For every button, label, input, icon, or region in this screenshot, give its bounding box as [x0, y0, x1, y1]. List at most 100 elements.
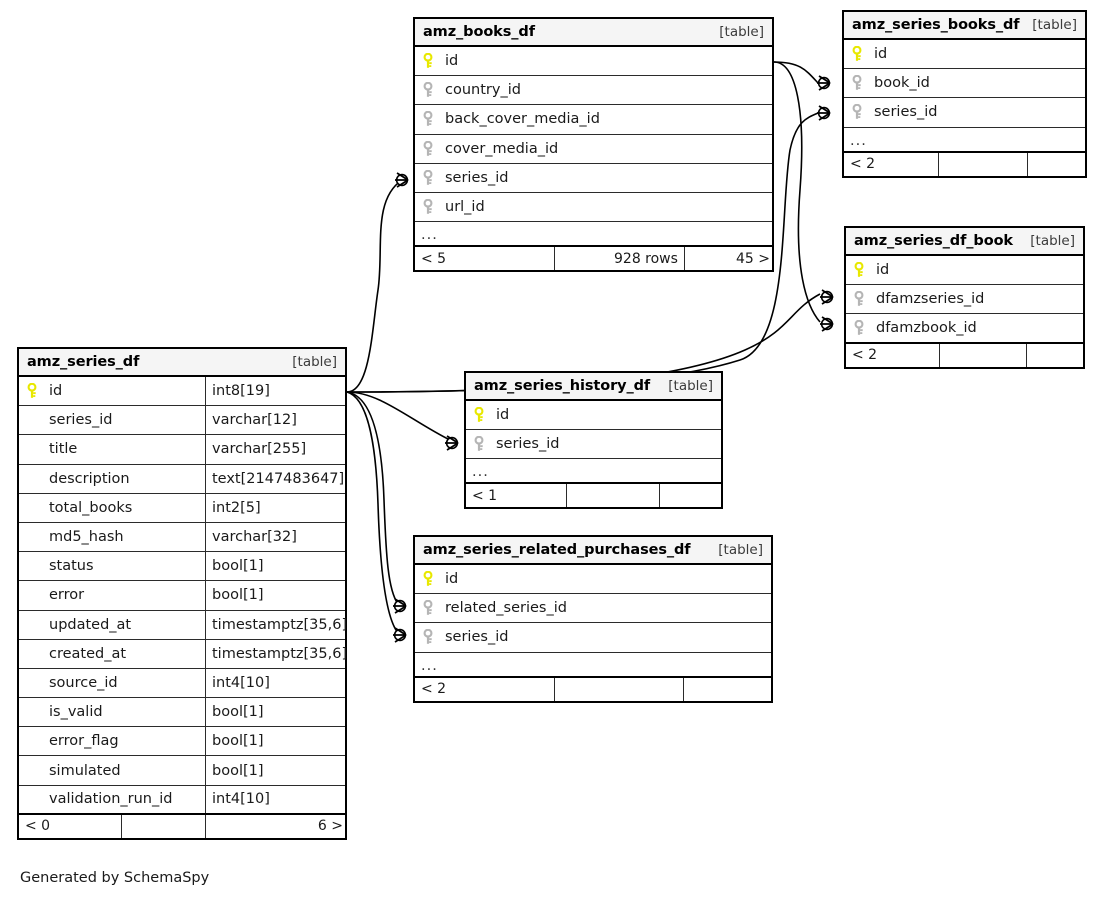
no-key-spacer-icon — [25, 617, 39, 633]
no-key-spacer-icon — [25, 704, 39, 720]
column-label: id — [876, 262, 890, 279]
column-row[interactable]: country_id — [415, 76, 772, 106]
column-row[interactable]: id — [466, 401, 721, 431]
column-type-cell: bool[1] — [205, 756, 355, 785]
column-row[interactable]: cover_media_id — [415, 135, 772, 164]
column-row[interactable]: series_id — [415, 164, 772, 193]
column-label: total_books — [49, 499, 133, 516]
column-name-cell: is_valid — [19, 698, 205, 726]
column-name-cell: id — [844, 40, 1085, 68]
no-key-spacer-icon — [25, 558, 39, 574]
footer-left-cell[interactable]: < 5 — [421, 250, 447, 267]
column-type-cell: varchar[12] — [205, 406, 355, 435]
column-label: series_id — [49, 412, 113, 429]
column-row[interactable]: url_id — [415, 193, 772, 223]
table-amz_series_related_purchases_df[interactable]: amz_series_related_purchases_df [table] id… — [413, 535, 773, 703]
column-row[interactable]: related_series_id — [415, 594, 771, 624]
edge-books-to-seriesbooks-bookid — [773, 61, 819, 84]
column-row[interactable]: id — [415, 565, 771, 595]
footer-mid-cell[interactable] — [565, 484, 659, 508]
column-type-cell: timestamptz[35,6] — [205, 610, 355, 639]
column-label: status — [49, 558, 94, 575]
table-footer: < 2 — [415, 677, 771, 701]
footer-mid-cell[interactable] — [121, 814, 205, 838]
table-footer: < 1 — [466, 484, 721, 508]
footer-mid-cell[interactable] — [553, 677, 684, 701]
column-label: cover_media_id — [445, 140, 559, 157]
footer-left-cell[interactable]: < 1 — [472, 487, 498, 504]
table-type-tag: [table] — [718, 542, 763, 558]
footer-left-cell[interactable]: < 2 — [852, 347, 878, 364]
column-label: series_id — [496, 436, 560, 453]
column-row[interactable]: dfamzbook_id — [846, 314, 1083, 344]
column-type-cell: int8[19] — [205, 377, 355, 406]
column-row[interactable]: id — [844, 40, 1085, 70]
footer-right-cell[interactable]: 45 > — [683, 247, 776, 271]
footer-right-cell[interactable] — [1026, 152, 1089, 176]
column-name-cell: error — [19, 581, 205, 609]
edge-series-to-books-seriesid — [346, 179, 403, 393]
column-name-cell: country_id — [415, 76, 772, 104]
table-header-amz_series_df_book: amz_series_df_book[table] — [846, 228, 1083, 256]
footer-mid-cell[interactable]: 928 rows — [553, 247, 684, 271]
primary-key-icon — [421, 571, 435, 587]
primary-key-icon — [25, 383, 39, 399]
foreign-key-icon — [421, 199, 435, 215]
footer-right-cell[interactable] — [1025, 343, 1087, 367]
column-row[interactable]: series_id — [415, 623, 771, 653]
column-row[interactable]: id — [415, 47, 772, 77]
column-name-cell: error_flag — [19, 727, 205, 755]
footer-mid-cell[interactable] — [938, 343, 1026, 367]
column-name-cell: series_id — [466, 430, 721, 458]
column-row[interactable]: series_id — [844, 98, 1085, 128]
table-header-amz_series_related_purchases_df: amz_series_related_purchases_df [table] — [415, 537, 771, 565]
column-row[interactable]: series_id — [466, 430, 721, 460]
footer-right-cell[interactable]: 6 > — [205, 814, 349, 838]
footer-left-cell[interactable]: < 0 — [25, 818, 51, 835]
column-name-cell: total_books — [19, 494, 205, 522]
column-row[interactable]: id — [846, 256, 1083, 286]
foreign-key-icon — [850, 75, 864, 91]
column-row[interactable]: book_id — [844, 69, 1085, 99]
table-name: amz_series_history_df — [474, 378, 651, 394]
column-label: validation_run_id — [49, 791, 173, 808]
footer-left-cell[interactable]: < 2 — [850, 156, 876, 173]
column-name-cell: updated_at — [19, 611, 205, 639]
column-name-cell: url_id — [415, 193, 772, 221]
column-name-cell: id — [415, 565, 771, 593]
table-name: amz_series_books_df — [852, 17, 1020, 33]
no-key-spacer-icon — [25, 763, 39, 779]
no-key-spacer-icon — [25, 675, 39, 691]
footer-left-cell[interactable]: < 2 — [421, 681, 447, 698]
table-amz_series_df_book[interactable]: amz_series_df_book[table]id dfamzseries_i… — [844, 226, 1085, 369]
column-label: book_id — [874, 75, 930, 92]
column-label: url_id — [445, 199, 485, 216]
footer-mid-cell[interactable] — [938, 152, 1026, 176]
footer-right-cell[interactable] — [658, 484, 725, 508]
column-row[interactable]: dfamzseries_id — [846, 285, 1083, 315]
footer-right-cell[interactable] — [683, 677, 775, 701]
column-row[interactable]: back_cover_media_id — [415, 105, 772, 135]
table-name: amz_series_related_purchases_df — [423, 542, 691, 558]
